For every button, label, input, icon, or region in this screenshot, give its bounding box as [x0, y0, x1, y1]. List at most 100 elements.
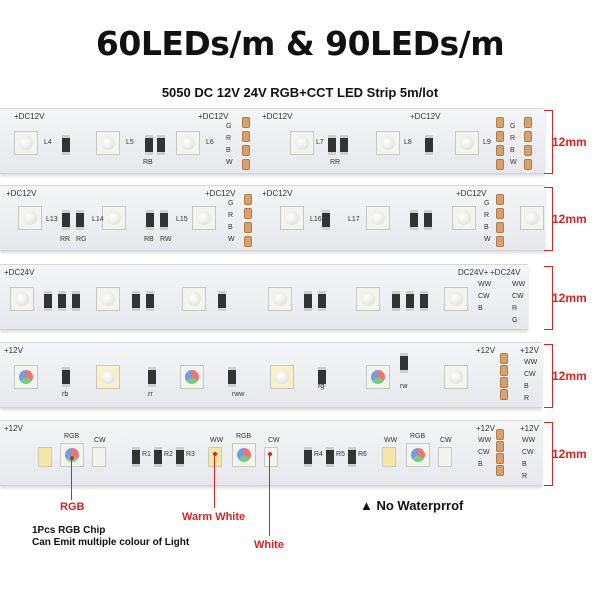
copper-pad — [524, 159, 532, 170]
voltage-label: +DC24V — [490, 268, 521, 277]
led-strip-2: +DC12V +DC12V +DC12V +DC12V L13 L14 L15 … — [0, 185, 545, 251]
pin-label: G — [484, 200, 490, 207]
resistor — [218, 291, 226, 311]
led-chip — [356, 287, 380, 311]
part-label: L13 — [46, 216, 58, 223]
pin-label: W — [510, 159, 517, 166]
part-label: RG — [76, 236, 87, 243]
pin-label: CW — [478, 293, 490, 300]
led-chip — [208, 447, 222, 467]
white-label: White — [254, 539, 284, 551]
rgb-note-line-2: Can Emit multiple colour of Light — [32, 537, 190, 548]
part-label: R5 — [336, 451, 345, 458]
rgb-led-chip — [406, 443, 430, 467]
rgb-label: RGB — [60, 501, 85, 513]
page-title: 60LEDs/m & 90LEDs/m — [95, 24, 505, 63]
rgb-led-chip — [60, 443, 84, 467]
rgb-led-chip — [14, 365, 38, 389]
pin-label: G — [510, 123, 516, 130]
resistor — [424, 210, 432, 230]
pin-label: R — [522, 473, 528, 480]
resistor — [304, 291, 312, 311]
rgb-led-chip — [366, 365, 390, 389]
led-chip — [38, 447, 52, 467]
copper-pad — [496, 208, 504, 219]
led-chip — [92, 447, 106, 467]
pin-label: W — [484, 236, 491, 243]
part-label: CW — [440, 437, 452, 444]
voltage-label: +DC12V — [6, 189, 37, 198]
resistor — [304, 447, 312, 467]
part-label: L16 — [310, 216, 322, 223]
part-label: R4 — [314, 451, 323, 458]
led-strip-4: +12V +12V +12V rb rr rww rg rw WW CW B R — [0, 342, 542, 408]
led-strip-3: +DC24V DC24V+ +DC24V WW CW B WW CW R G — [0, 264, 528, 330]
pin-label: CW — [512, 293, 524, 300]
pin-label: B — [228, 224, 233, 231]
led-chip — [366, 206, 390, 230]
width-dimension — [544, 187, 553, 251]
copper-pad — [244, 208, 252, 219]
pin-label: B — [510, 147, 515, 154]
part-label: RW — [160, 236, 172, 243]
rgb-led-chip — [180, 365, 204, 389]
copper-pad — [500, 365, 508, 376]
part-label: L7 — [316, 139, 324, 146]
pin-label: R — [226, 135, 232, 142]
copper-pad — [496, 194, 504, 205]
copper-pad — [496, 236, 504, 247]
copper-pad — [244, 194, 252, 205]
led-chip — [102, 206, 126, 230]
led-chip — [96, 365, 120, 389]
led-chip — [192, 206, 216, 230]
led-chip — [18, 206, 42, 230]
led-chip — [280, 206, 304, 230]
pin-label: WW — [522, 437, 536, 444]
pin-label: WW — [478, 437, 492, 444]
waterproof-note: ▲ No Waterprrof — [360, 498, 464, 513]
part-label: RGB — [64, 433, 80, 440]
voltage-label: +DC12V — [410, 112, 441, 121]
led-chip — [382, 447, 396, 467]
part-label: RR — [330, 159, 341, 166]
resistor — [406, 291, 414, 311]
part-label: CW — [94, 437, 106, 444]
rgb-note-line-1: 1Pcs RGB Chip — [32, 525, 106, 536]
pin-label: CW — [522, 449, 534, 456]
copper-pad — [244, 222, 252, 233]
voltage-label: +DC12V — [262, 112, 293, 121]
copper-pad — [496, 441, 504, 452]
resistor — [146, 210, 154, 230]
led-chip — [290, 131, 314, 155]
led-chip — [10, 287, 34, 311]
rgb-note: 1Pcs RGB Chip Can Emit multiple colour o… — [32, 525, 189, 549]
resistor — [62, 135, 70, 155]
rgb-led-chip — [232, 443, 256, 467]
copper-pad — [496, 465, 504, 476]
resistor — [154, 447, 162, 467]
pin-label: R — [484, 212, 490, 219]
part-label: R1 — [142, 451, 151, 458]
part-label: L17 — [348, 216, 360, 223]
pin-label: G — [512, 317, 518, 324]
part-label: L15 — [176, 216, 188, 223]
resistor — [157, 135, 165, 155]
voltage-label: +DC12V — [456, 189, 487, 198]
warm-white-callout-line — [214, 456, 215, 508]
part-label: RB — [143, 159, 153, 166]
pin-label: B — [478, 461, 483, 468]
part-label: R2 — [164, 451, 173, 458]
resistor — [400, 353, 408, 373]
part-label: L5 — [126, 139, 134, 146]
pin-label: R — [512, 305, 518, 312]
led-chip — [96, 131, 120, 155]
led-chip — [438, 447, 452, 467]
copper-pad — [242, 159, 250, 170]
copper-pad — [524, 131, 532, 142]
voltage-label: +DC12V — [205, 189, 236, 198]
width-label: 12mm — [552, 447, 587, 461]
resistor — [44, 291, 52, 311]
page-subtitle: 5050 DC 12V 24V RGB+CCT LED Strip 5m/lot — [161, 85, 439, 100]
pin-label: B — [522, 461, 527, 468]
led-chip — [455, 131, 479, 155]
